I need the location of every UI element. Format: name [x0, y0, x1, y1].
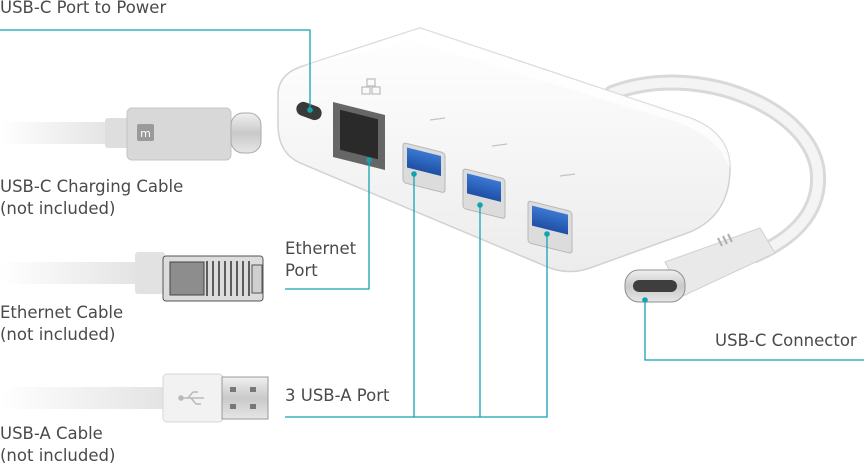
label-usb-a-cable: USB-A Cable (not included): [0, 423, 115, 467]
label-usb-c-power-port-text: USB-C Port to Power: [0, 0, 167, 17]
usb-c-connector-icon: [604, 74, 827, 303]
leader-lines: [0, 29, 864, 418]
label-usb-a-ports: 3 USB-A Port: [285, 385, 389, 407]
usb-c-cable-icon: m: [0, 107, 262, 161]
label-usb-c-connector: USB-C Connector: [715, 330, 857, 352]
usb-a-cable-icon: [0, 373, 269, 423]
label-usb-a-ports-text: 3 USB-A Port: [285, 386, 390, 405]
label-ethernet-cable-line1: Ethernet Cable: [0, 303, 124, 322]
label-ethernet-cable: Ethernet Cable (not included): [0, 302, 123, 346]
usb-hub-adapter-icon: [277, 27, 731, 273]
label-ethernet-cable-line2: (not included): [0, 325, 116, 344]
label-usb-a-cable-line2: (not included): [0, 446, 116, 465]
brand-logo-icon: [137, 124, 154, 141]
label-ethernet-port: Ethernet Port: [285, 238, 356, 282]
ethernet-port-shape: [333, 102, 385, 170]
label-usb-c-charging-cable-line2: (not included): [0, 199, 116, 218]
svg-text:m: m: [140, 127, 151, 140]
label-usb-c-connector-text: USB-C Connector: [715, 331, 857, 350]
label-ethernet-port-line1: Ethernet: [285, 239, 357, 258]
label-usb-c-power-port: USB-C Port to Power: [0, 0, 166, 19]
label-usb-a-cable-line1: USB-A Cable: [0, 424, 103, 443]
network-symbol-icon: [361, 78, 381, 95]
label-ethernet-port-line2: Port: [285, 261, 318, 280]
label-usb-c-charging-cable-line1: USB-C Charging Cable: [0, 177, 184, 196]
usb-symbol-icon: [178, 391, 204, 405]
label-usb-c-charging-cable: USB-C Charging Cable (not included): [0, 176, 183, 220]
ethernet-cable-icon: [0, 252, 264, 302]
